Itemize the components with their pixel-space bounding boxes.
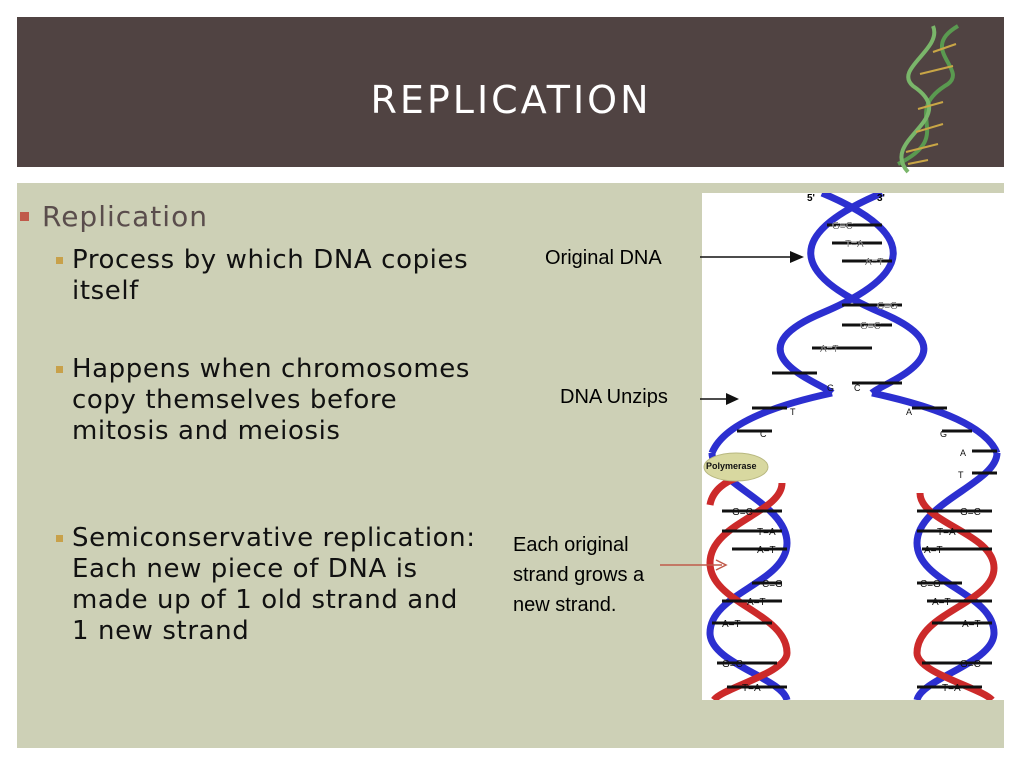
base-pair-label: A=T [932, 597, 951, 608]
label-original-dna: Original DNA [545, 247, 662, 269]
base-pair-label: A=T [820, 344, 839, 355]
bullet-square-icon [56, 366, 63, 373]
label-new-strand: Each original strand grows a new strand. [513, 534, 645, 616]
base-pair-label: A=T [722, 619, 741, 630]
heading-replication: Replication [42, 200, 208, 233]
base-pair-label: C≡G [762, 579, 783, 590]
label-dna-unzips: DNA Unzips [560, 386, 668, 408]
slide-title: REPLICATION [370, 78, 652, 122]
base-letter: A [960, 448, 966, 458]
base-letter: G [827, 383, 834, 393]
polymerase-shape [703, 452, 769, 482]
base-pair-label: T=A [937, 527, 956, 538]
bullet-square-icon [56, 535, 63, 542]
base-pair-label: G≡C [832, 221, 853, 232]
base-pair-label: G≡C [732, 507, 753, 518]
base-letter: C [760, 429, 767, 439]
bullet-square-icon [56, 257, 63, 264]
base-pair-label: G≡C [860, 321, 881, 332]
bullet-square-icon [20, 212, 29, 221]
dna-diagram-svg: 5' 3' G≡C T=A A=T C≡G G≡C A=T G T C C A … [703, 189, 1001, 703]
base-pair-label: A=T [757, 545, 776, 556]
base-pair-label: T=A [757, 527, 776, 538]
title-bar [17, 17, 1004, 167]
bullet-2: Happens when chromosomes copy themselves… [72, 354, 471, 446]
base-letter: G [940, 429, 947, 439]
dna-diagram: 5' 3' G≡C T=A A=T C≡G G≡C A=T G T C C A … [702, 189, 1004, 703]
base-pair-label: G≡C [722, 659, 743, 670]
base-pair-label: A=T [924, 545, 943, 556]
base-letter: C [854, 383, 861, 393]
base-letter: A [906, 407, 912, 417]
base-pair-label: T=A [845, 239, 864, 250]
base-letter: T [958, 470, 964, 480]
base-letter: T [790, 407, 796, 417]
base-pair-label: G≡C [960, 659, 981, 670]
three-prime-label: 3' [877, 193, 885, 204]
base-pair-label: A=T [962, 619, 981, 630]
bullet-1: Process by which DNA copies itself [72, 245, 469, 306]
base-pair-label: C≡G [920, 579, 941, 590]
base-pair-label: T=A [942, 683, 961, 694]
base-pair-label: A=T [747, 597, 766, 608]
base-pair-label: C≡G [877, 301, 898, 312]
base-pair-label: T=A [742, 683, 761, 694]
base-pair-label: A=T [865, 257, 884, 268]
bullet-3: Semiconservative replication: Each new p… [72, 523, 476, 646]
dna-molecule-icon [897, 24, 960, 174]
five-prime-label: 5' [807, 193, 815, 204]
polymerase-label: Polymerase [706, 461, 757, 471]
base-pair-label: G≡C [960, 507, 981, 518]
